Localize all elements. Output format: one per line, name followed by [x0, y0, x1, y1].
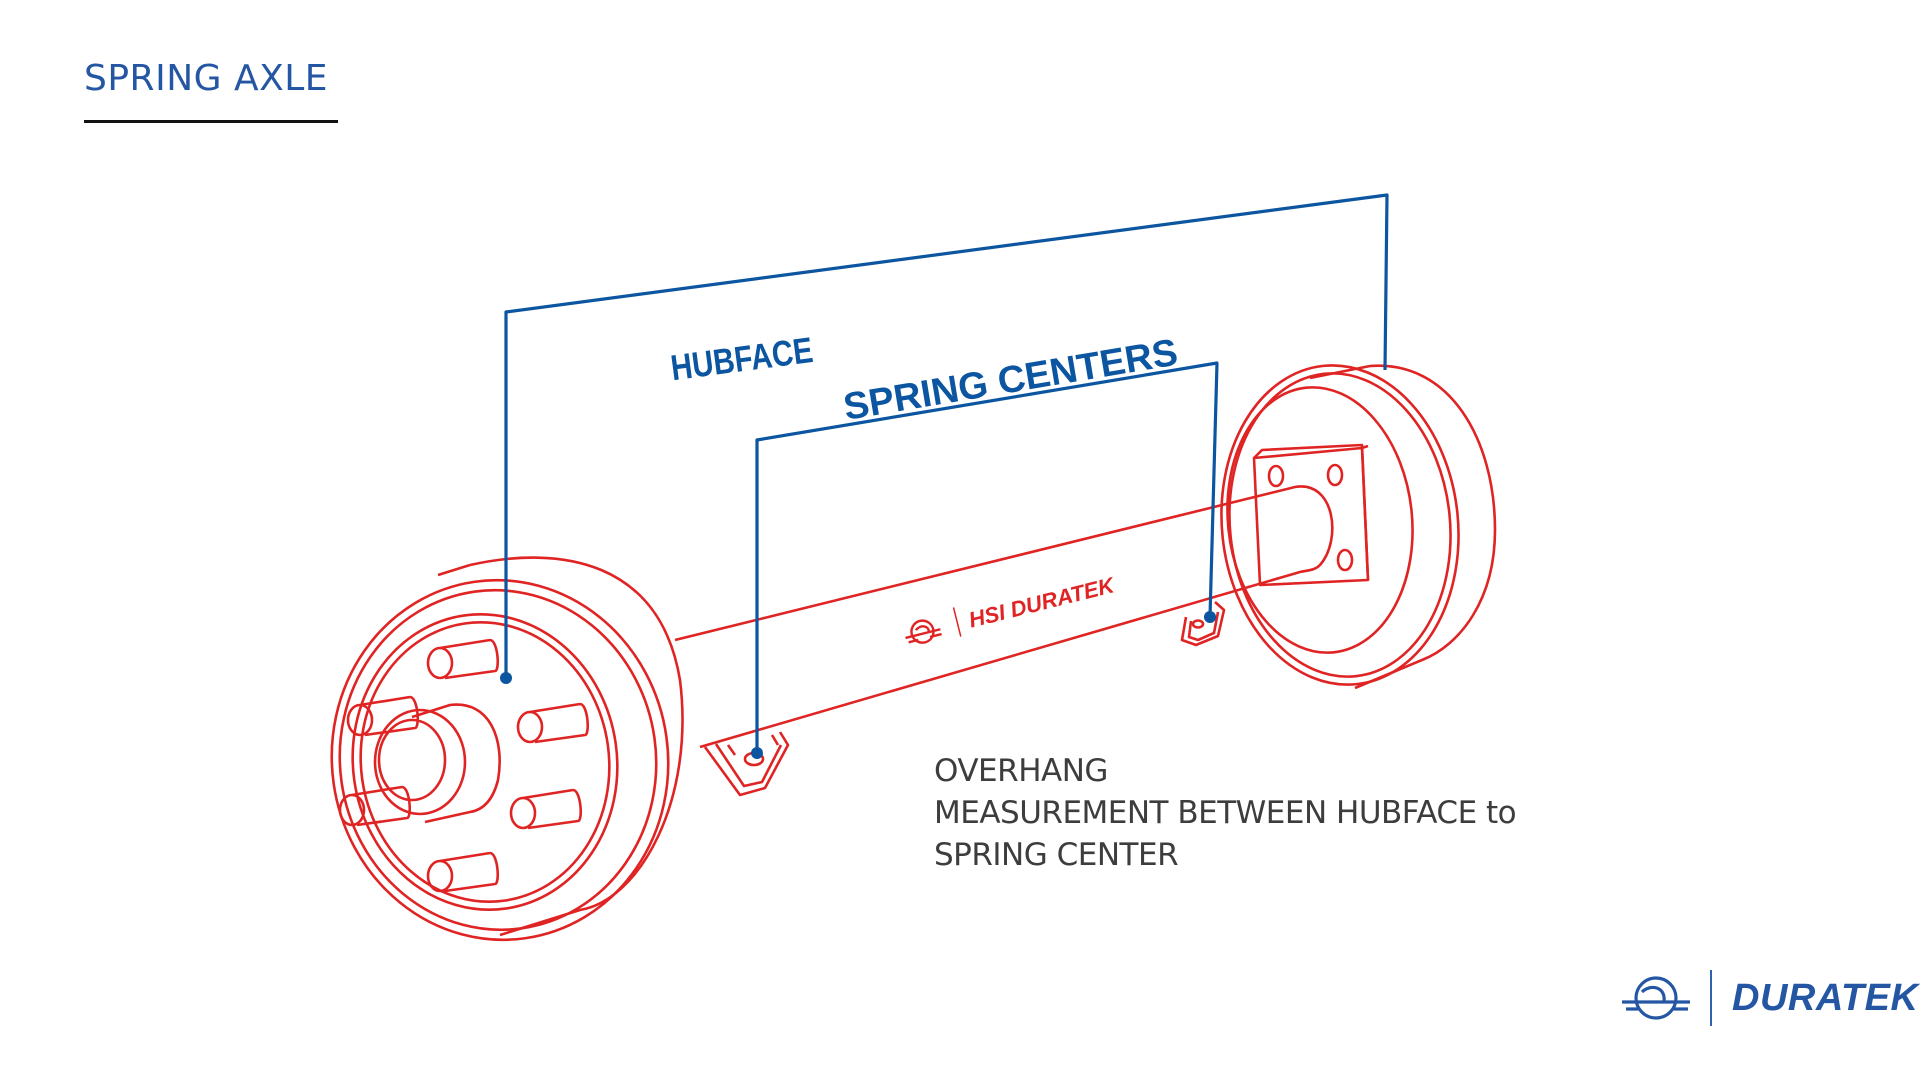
spring-centers-dimension-line — [755, 361, 1219, 756]
brand-separator — [1710, 970, 1712, 1026]
note-line: MEASUREMENT BETWEEN HUBFACE to — [934, 795, 1517, 831]
left-drum — [330, 556, 684, 942]
left-spring-center-marker — [751, 747, 763, 759]
axle-branding: HSI DURATEK — [905, 572, 1119, 644]
note-line: OVERHANG — [934, 753, 1108, 789]
brand-logo: DURATEK — [1620, 968, 1918, 1028]
right-spring-center-marker — [1204, 611, 1216, 623]
duratek-logo-icon — [1622, 976, 1690, 1020]
hubface-marker — [500, 672, 512, 684]
overhang-note: OVERHANG MEASUREMENT BETWEEN HUBFACE to … — [934, 750, 1517, 876]
title-underline — [84, 120, 338, 123]
hubface-dimension-line — [504, 193, 1389, 682]
right-flange-plate — [1252, 443, 1370, 587]
axle-branding-text: HSI DURATEK — [966, 572, 1118, 633]
right-drum — [1220, 364, 1497, 690]
lug-studs — [338, 638, 590, 893]
hubface-label: HUBFACE — [668, 329, 815, 388]
spring-centers-label: SPRING CENTERS — [841, 332, 1181, 429]
note-line: SPRING CENTER — [934, 837, 1179, 873]
brand-name: DURATEK — [1732, 976, 1919, 1019]
left-hub — [373, 703, 501, 824]
right-spring-seat — [1180, 601, 1226, 647]
duratek-logo-icon — [905, 619, 942, 644]
page-title: SPRING AXLE — [84, 58, 329, 99]
axle-tube — [674, 485, 1334, 749]
